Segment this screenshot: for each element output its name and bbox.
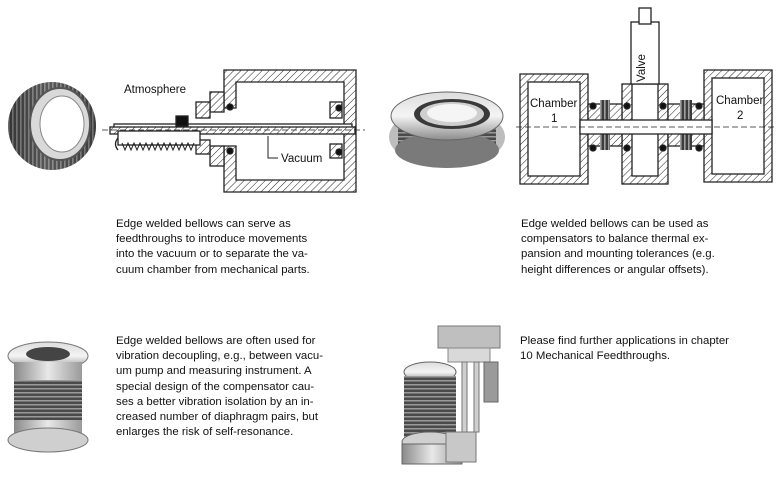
text-line: enlarges the risk of self-resonance. [116, 426, 294, 439]
text-line: cuum chamber from mechanical parts. [116, 263, 310, 276]
text-line: creased number of diaphragm pairs, but [116, 411, 318, 424]
chamber2-label: Chamber [716, 95, 764, 107]
para-compensator: Edge welded bellows can be used as compe… [521, 217, 746, 278]
chamber1-number: 1 [551, 113, 558, 125]
chamber1-label: Chamber [530, 98, 578, 110]
text-line: special design of the compensator cau- [116, 380, 315, 393]
vacuum-label: Vacuum [281, 153, 323, 165]
chamber2-number: 2 [737, 110, 744, 122]
text-line: ses a better vibration isolation by an i… [116, 395, 314, 408]
text-line: compensators to balance thermal ex- [521, 233, 709, 246]
para-further: Please find further applications in chap… [520, 334, 765, 364]
text-line: vibration decoupling, e.g., between vacu… [116, 350, 324, 363]
para-vibration: Edge welded bellows are often used for v… [116, 334, 345, 440]
text-line: feedthroughs to introduce movements [116, 233, 308, 246]
text-line: um pump and measuring instrument. A [116, 365, 312, 378]
text-line: Please find further applications in chap… [520, 335, 729, 347]
text-line: Edge welded bellows are often used for [116, 335, 316, 347]
para-feedthrough: Edge welded bellows can serve as feedthr… [116, 217, 344, 278]
text-line: Edge welded bellows can be used as [521, 218, 709, 230]
valve-label: Valve [636, 54, 648, 82]
atmosphere-label: Atmosphere [124, 84, 187, 96]
text-line: height differences or angular offsets). [521, 263, 709, 276]
text-line: pansion and mounting tolerances (e.g. [521, 248, 715, 261]
text-line: 10 Mechanical Feedthroughs. [520, 350, 671, 363]
text-line: Edge welded bellows can serve as [116, 218, 291, 230]
text-line: into the vacuum or to separate the va- [116, 248, 308, 261]
